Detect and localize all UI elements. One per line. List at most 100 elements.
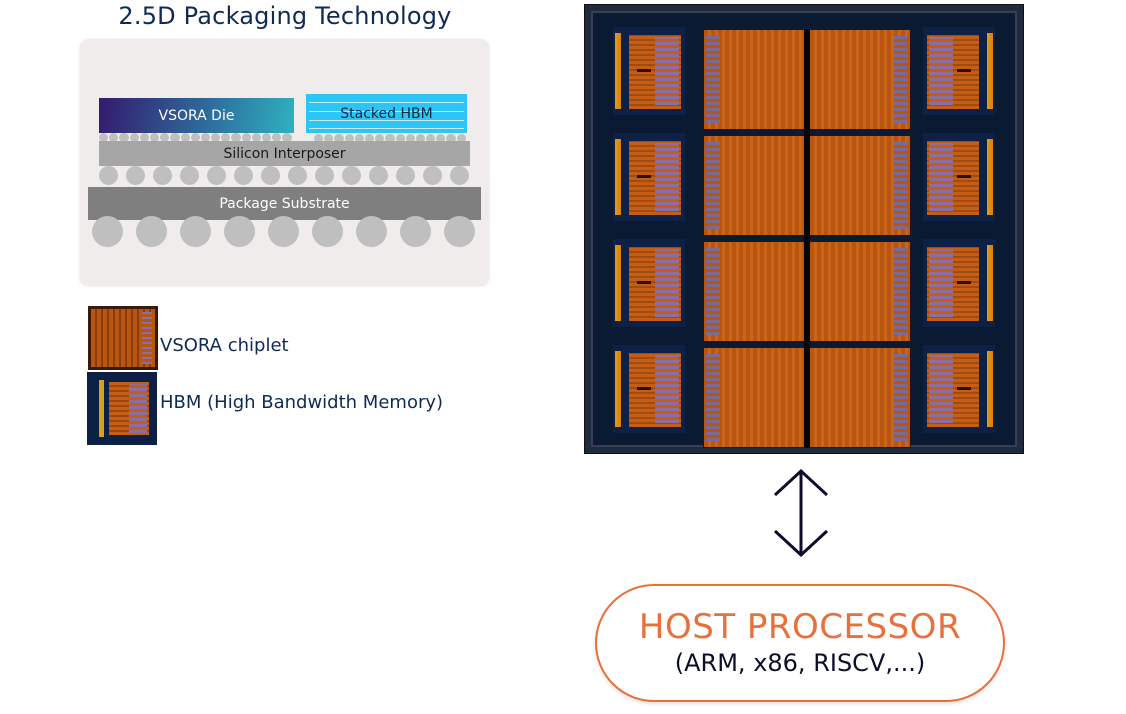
hbm-edge-bar	[987, 245, 993, 321]
hbm-stack	[613, 133, 685, 221]
chiplet-divider	[804, 29, 810, 448]
chiplet-io-pads	[706, 142, 720, 229]
microbump	[272, 133, 282, 143]
microbump	[262, 133, 272, 143]
hbm-icon	[87, 372, 157, 445]
vsora-chiplet	[703, 241, 805, 342]
vsora-chiplet	[703, 135, 805, 236]
chiplet-io-pads	[894, 36, 908, 123]
interposer-bump	[396, 166, 415, 185]
hbm-io	[655, 143, 679, 211]
hbm-edge-bar	[987, 139, 993, 215]
microbump	[221, 133, 231, 143]
silicon-interposer-layer: Silicon Interposer	[99, 141, 470, 166]
microbump	[160, 133, 170, 143]
microbump	[456, 134, 466, 144]
microbump	[139, 133, 149, 143]
microbump	[436, 134, 446, 144]
substrate-solder-ball	[356, 216, 387, 247]
interposer-bump	[126, 166, 145, 185]
vsora-chiplet	[809, 29, 911, 130]
packaging-title: 2.5D Packaging Technology	[118, 2, 452, 30]
microbump	[200, 133, 211, 143]
interposer-bump	[369, 166, 388, 185]
hbm-io	[929, 249, 953, 317]
hbm-io	[655, 37, 679, 105]
microbump	[211, 133, 221, 143]
microbump	[426, 134, 436, 144]
microbump	[180, 133, 190, 143]
substrate-solder-ball	[180, 216, 211, 247]
microbump	[375, 134, 385, 144]
hbm-edge-bar	[615, 351, 621, 427]
hbm-microbumps	[314, 134, 466, 144]
microbump	[149, 133, 160, 143]
microbump	[324, 134, 334, 144]
interposer-bump	[288, 166, 307, 185]
substrate-solder-balls	[92, 216, 475, 247]
hbm-mark	[957, 175, 971, 178]
hbm-stack	[613, 27, 685, 115]
die-microbumps	[99, 133, 292, 143]
microbump	[119, 133, 129, 143]
vsora-chiplet	[703, 347, 805, 448]
hbm-mark	[957, 281, 971, 284]
substrate-solder-ball	[400, 216, 431, 247]
package-substrate-layer: Package Substrate	[88, 187, 481, 220]
interposer-bumps	[99, 166, 469, 185]
interposer-bump	[180, 166, 199, 185]
interposer-bump	[342, 166, 361, 185]
hbm-io	[655, 355, 679, 423]
hbm-mark	[957, 69, 971, 72]
hbm-mark	[637, 175, 651, 178]
interposer-bump	[261, 166, 280, 185]
interposer-bump	[315, 166, 334, 185]
microbump	[354, 134, 364, 144]
chiplet-io-pads	[894, 142, 908, 229]
hbm-io	[929, 37, 953, 105]
vsora-chiplet-icon	[88, 306, 158, 370]
microbump	[446, 134, 456, 144]
hbm-io	[929, 355, 953, 423]
hbm-layer-line	[309, 102, 464, 103]
hbm-mark	[637, 387, 651, 390]
microbump	[364, 134, 375, 144]
interposer-bump	[153, 166, 172, 185]
microbump	[334, 134, 344, 144]
chiplet-io-pads	[706, 354, 720, 441]
interposer-bump	[423, 166, 442, 185]
substrate-solder-ball	[268, 216, 299, 247]
microbump	[241, 133, 251, 143]
hbm-mark	[637, 69, 651, 72]
microbump	[405, 134, 415, 144]
silicon-interposer-label: Silicon Interposer	[223, 145, 346, 162]
host-processor-title: HOST PROCESSOR	[638, 607, 962, 647]
microbump	[415, 134, 426, 144]
microbump	[251, 133, 261, 143]
chiplet-io-pads	[894, 354, 908, 441]
hbm-stack	[923, 345, 995, 433]
hbm-mark	[957, 387, 971, 390]
vsora-chiplet	[809, 241, 911, 342]
vsora-die-layer: VSORA Die	[99, 98, 294, 133]
hbm-io	[655, 249, 679, 317]
substrate-solder-ball	[312, 216, 343, 247]
microbump	[314, 134, 324, 144]
microbump	[282, 133, 292, 143]
host-processor-box: HOST PROCESSOR (ARM, x86, RISCV,...)	[595, 584, 1005, 702]
vsora-chiplet	[809, 135, 911, 236]
host-processor-examples: (ARM, x86, RISCV,...)	[674, 649, 926, 677]
stacked-hbm-label: Stacked HBM	[340, 105, 433, 122]
hbm-stack	[923, 133, 995, 221]
microbump	[395, 134, 405, 144]
hbm-edge-bar	[615, 33, 621, 109]
hbm-io	[929, 143, 953, 211]
microbump	[99, 133, 109, 143]
substrate-solder-ball	[92, 216, 123, 247]
interposer-bump	[99, 166, 118, 185]
microbump	[109, 133, 119, 143]
vsora-chiplet	[703, 29, 805, 130]
microbump	[231, 133, 241, 143]
chip-die-image	[584, 4, 1024, 454]
bidirectional-arrow-icon	[773, 468, 829, 558]
